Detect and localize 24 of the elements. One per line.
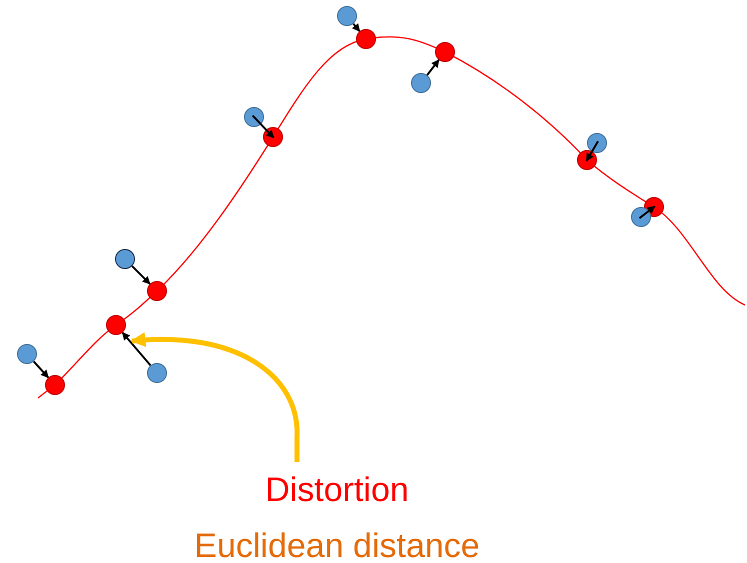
arrow — [426, 59, 440, 76]
arrow — [352, 23, 360, 32]
fitted-point — [147, 281, 167, 301]
fitted-point — [435, 42, 455, 62]
distance-label: Euclidean distance — [193, 526, 481, 563]
curved-arrow — [130, 332, 300, 462]
arrow — [131, 265, 151, 285]
arrow — [122, 332, 152, 366]
arrow — [586, 140, 599, 162]
arrow — [32, 360, 50, 378]
data-point — [115, 249, 135, 269]
data-point — [411, 73, 431, 93]
fitted-point — [106, 315, 126, 335]
data-point — [337, 6, 357, 26]
fitted-point — [356, 29, 376, 49]
distortion-label: Distortion — [264, 470, 410, 511]
arrow — [252, 114, 274, 138]
data-point — [17, 344, 37, 364]
data-point — [631, 207, 651, 227]
data-point — [244, 107, 264, 127]
fitted-point — [45, 375, 65, 395]
arrow — [638, 206, 656, 220]
data-point — [587, 133, 607, 153]
data-point — [147, 363, 167, 383]
